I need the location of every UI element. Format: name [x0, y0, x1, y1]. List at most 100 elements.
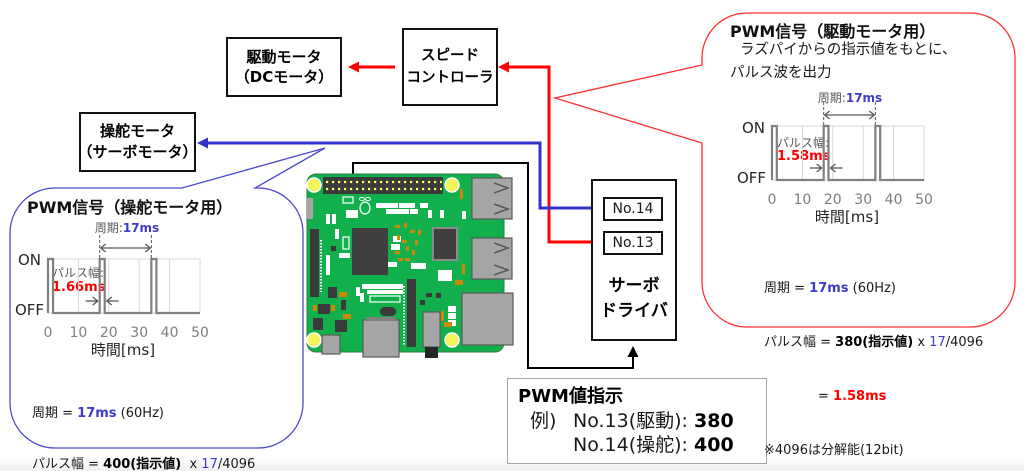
- audio-jack: [422, 311, 441, 348]
- formula-resolution: /4096: [945, 335, 984, 350]
- steering-period-annotation: 周期:17ms: [95, 221, 159, 235]
- formula-result-line: = 1.58ms: [764, 388, 983, 406]
- formula-period-number: 17: [929, 335, 946, 350]
- formula-pulse-line: パルス幅 = 380(指示値) x 17/4096: [764, 334, 983, 352]
- drive-pulse-width-value: 1.58ms: [777, 149, 831, 164]
- pwm-waveform: [770, 124, 924, 182]
- formula-command-value: 380(指示値): [835, 335, 914, 350]
- speed-controller-box: スピード コントローラ: [402, 28, 498, 106]
- mounting-hole: [444, 177, 460, 193]
- pi-to-servo-driver-wire: [352, 162, 634, 369]
- display-connector: [310, 229, 319, 297]
- x-tick-label: 30: [130, 325, 148, 341]
- drive-callout-title: PWM信号（駆動モータ用）: [730, 22, 936, 41]
- orange-components: [313, 189, 465, 327]
- steering-pwm-chart: 0 10 20 30 40 50: [44, 235, 209, 341]
- drive-pulse-width-label: パルス幅:: [777, 136, 830, 150]
- x-tick-label: 10: [69, 325, 87, 341]
- arrowhead-to-servo-driver: [627, 346, 639, 357]
- steering-callout-title: PWM信号（操舵モータ用）: [27, 198, 233, 217]
- steering-motor-type-label: （サーボモータ）: [77, 143, 198, 161]
- formula-result-value: 1.58ms: [833, 389, 887, 404]
- pwm-row-channel: No.14(操舵):: [573, 434, 694, 456]
- steering-callout-bubble: [9, 147, 326, 449]
- formula-period-number: 17: [201, 457, 218, 471]
- steering-on-label: ON: [18, 251, 42, 269]
- arrowhead-to-steering-motor: [197, 137, 208, 149]
- hdmi-port: [362, 319, 400, 358]
- x-tick-label: 20: [824, 192, 842, 208]
- pwm-instruction-title: PWM値指示: [518, 386, 623, 407]
- x-tick-label: 50: [191, 325, 209, 341]
- formula-period-value: 17ms: [809, 281, 849, 296]
- drive-callout-description-1: ラズパイからの指示値をもとに、: [740, 42, 957, 58]
- period-value: 17ms: [122, 221, 160, 235]
- servo-channel-14: No.14: [603, 197, 663, 221]
- steering-formula: 周期 = 17ms (60Hz) パルス幅 = 400(指示値) x 17/40…: [32, 371, 255, 471]
- arrowhead-to-drive-motor: [348, 61, 359, 73]
- servo-driver-label: サーボ ドライバ: [591, 274, 677, 324]
- x-tick-label: 10: [793, 192, 811, 208]
- lan-chip: [432, 227, 458, 261]
- speed-controller-label-2: コントローラ: [406, 70, 494, 86]
- drive-period-annotation: 周期:17ms: [818, 91, 882, 105]
- usb-port: [471, 177, 513, 220]
- sd-slot: [307, 198, 313, 219]
- mounting-hole: [444, 332, 460, 348]
- pwm-example-label: 例): [530, 410, 557, 432]
- drive-callout-description-2: パルス波を出力: [730, 65, 832, 81]
- x-tick-label: 50: [915, 192, 933, 208]
- formula-text: x: [181, 457, 202, 471]
- formula-period-line: 周期 = 17ms (60Hz): [764, 280, 983, 298]
- formula-period-line: 周期 = 17ms (60Hz): [32, 405, 255, 422]
- drive-signal-wire: [507, 65, 603, 244]
- formula-text: =: [818, 389, 834, 404]
- pulse-width-arrowhead-right: [829, 163, 836, 173]
- mounting-hole: [306, 332, 322, 348]
- formula-text: パルス幅 =: [32, 457, 104, 471]
- formula-note: ※4096は分解能(12bit): [764, 443, 904, 458]
- pulse-width-arrowhead-right: [105, 296, 113, 306]
- formula-text: 周期 =: [32, 406, 78, 421]
- steering-off-label: OFF: [15, 301, 45, 319]
- x-tick-label: 40: [161, 325, 179, 341]
- drive-motor-label: 駆動モータ: [246, 48, 322, 66]
- pwm-instruction-row: No.13(駆動): 380: [573, 410, 734, 432]
- usb-port-glyph: [493, 182, 511, 276]
- formula-text: パルス幅 =: [764, 335, 836, 350]
- usb-port: [471, 237, 513, 280]
- steering-motor-label: 操舵モータ: [99, 122, 175, 140]
- formula-period-value: 17ms: [77, 406, 117, 421]
- period-arrowhead-left: [99, 243, 107, 253]
- dark-components: [313, 246, 441, 332]
- plot-frame: [771, 125, 925, 181]
- steering-motor-box: 操舵モータ （サーボモータ）: [77, 112, 198, 172]
- white-components: [326, 196, 466, 326]
- period-arrowhead-left: [823, 110, 831, 120]
- period-value: 17ms: [845, 91, 883, 105]
- drive-motor-box: 駆動モータ （DCモータ）: [226, 37, 342, 97]
- steering-signal-wire: [206, 141, 603, 210]
- period-arrowhead-right: [868, 110, 876, 120]
- formula-resolution: /4096: [217, 457, 256, 471]
- formula-frequency: (60Hz): [848, 281, 896, 296]
- arrowhead-to-speed-controller: [498, 61, 509, 73]
- drive-off-label: OFF: [737, 169, 767, 187]
- x-tick-label: 0: [768, 192, 777, 208]
- x-tick-label: 20: [100, 325, 118, 341]
- gpio-header: [323, 177, 443, 194]
- servo-driver-label-1: サーボ: [608, 276, 660, 296]
- mounting-hole: [306, 177, 322, 193]
- servo-channel-13: No.13: [603, 231, 663, 255]
- formula-text: x: [913, 335, 930, 350]
- pwm-waveform: [46, 257, 200, 315]
- micro-usb-port: [321, 334, 341, 355]
- speed-controller-label-1: スピード: [421, 48, 479, 64]
- ethernet-port: [461, 292, 514, 346]
- audio-jack-plug: [425, 347, 438, 358]
- x-tick-label: 0: [44, 325, 53, 341]
- formula-text: 周期 =: [764, 281, 810, 296]
